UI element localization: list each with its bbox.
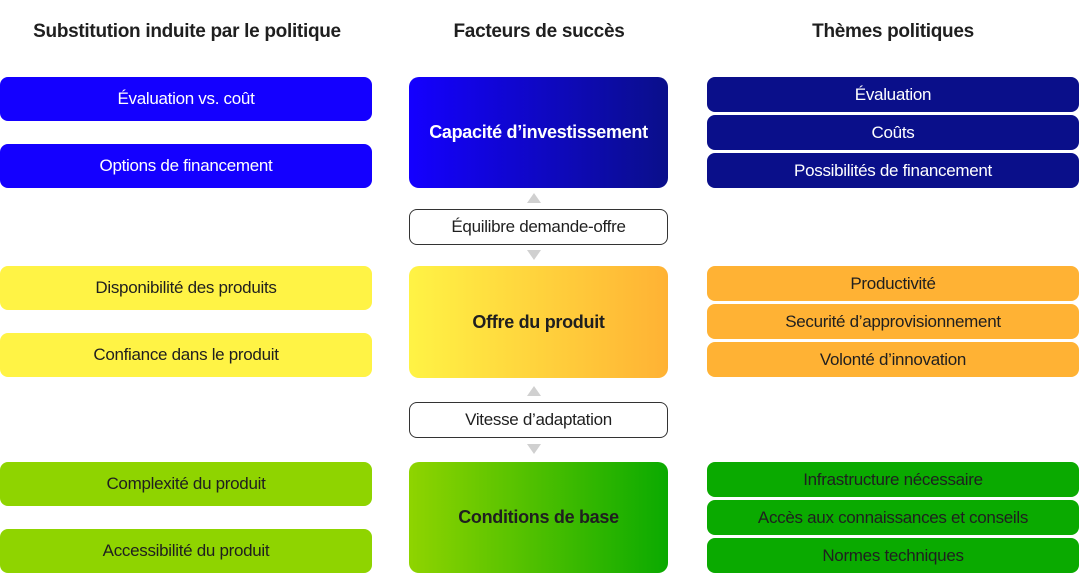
header-success-factors: Facteurs de succès — [453, 21, 625, 42]
arrow-down-icon — [527, 444, 541, 454]
right-box-technical-standards: Normes techniques — [707, 538, 1079, 573]
arrow-up-icon — [527, 386, 541, 396]
right-box-infrastructure: Infrastructure nécessaire — [707, 462, 1079, 497]
right-box-innovation-will: Volonté d’innovation — [707, 342, 1079, 377]
right-box-supply-security: Securité d’approvisionnement — [707, 304, 1079, 339]
left-box-product-complexity: Complexité du produit — [0, 462, 372, 506]
right-box-costs: Coûts — [707, 115, 1079, 150]
right-box-financing-possibilities: Possibilités de financement — [707, 153, 1079, 188]
center-box-investment-capacity: Capacité d’investissement — [409, 77, 668, 188]
left-box-product-trust: Confiance dans le produit — [0, 333, 372, 377]
right-box-evaluation: Évaluation — [707, 77, 1079, 112]
arrow-down-icon — [527, 250, 541, 260]
right-box-knowledge-access: Accès aux connaissances et conseils — [707, 500, 1079, 535]
left-box-evaluation-vs-cost: Évaluation vs. coût — [0, 77, 372, 121]
arrow-up-icon — [527, 193, 541, 203]
header-policy-themes: Thèmes politiques — [812, 21, 974, 42]
right-box-productivity: Productivité — [707, 266, 1079, 301]
header-substitution: Substitution induite par le politique — [33, 21, 341, 42]
connector-supply-demand-balance: Équilibre demande-offre — [409, 209, 668, 245]
left-box-product-availability: Disponibilité des produits — [0, 266, 372, 310]
left-box-financing-options: Options de financement — [0, 144, 372, 188]
center-box-basic-conditions: Conditions de base — [409, 462, 668, 573]
left-box-product-accessibility: Accessibilité du produit — [0, 529, 372, 573]
connector-adaptation-speed: Vitesse d’adaptation — [409, 402, 668, 438]
center-box-product-offer: Offre du produit — [409, 266, 668, 378]
